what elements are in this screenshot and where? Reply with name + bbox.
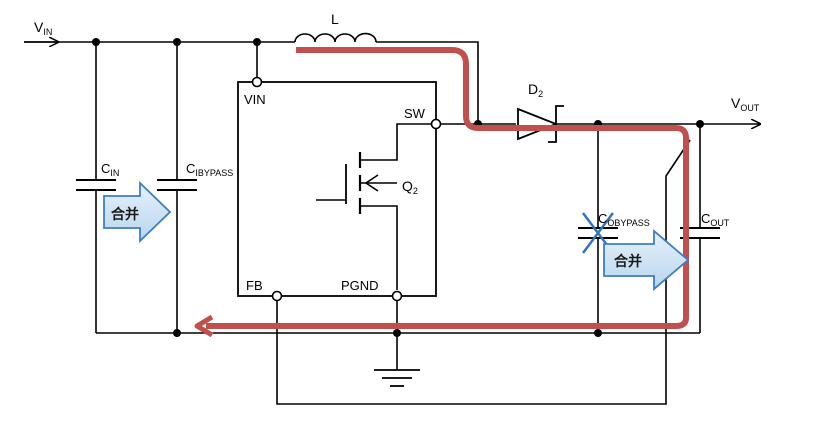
capacitor-cin	[76, 179, 116, 191]
drain-wire	[360, 123, 436, 161]
inductor-to-sw-wire	[376, 41, 479, 124]
pin-fb	[271, 290, 283, 302]
ic-outline	[237, 81, 437, 297]
pin-label-fb: FB	[246, 278, 263, 293]
merge-arrow-left: 合并	[103, 180, 172, 244]
cobypass-label: COBYPASS	[598, 211, 650, 228]
inductor-label: L	[331, 11, 339, 27]
ground-icon	[374, 369, 420, 387]
merge-label-right: 合并	[614, 253, 642, 270]
cin-label: CIN	[101, 161, 119, 178]
capacitor-cibypass	[157, 179, 197, 191]
pin-label-pgnd: PGND	[341, 278, 379, 293]
merge-label-left: 合并	[111, 206, 139, 223]
transistor-label: Q2	[402, 178, 418, 196]
pin-vin	[251, 76, 263, 88]
diode-label: D2	[528, 81, 543, 99]
pin-pgnd	[391, 290, 403, 302]
pin-label-vin: VIN	[244, 92, 266, 107]
cibypass-label: CIBYPASS	[186, 161, 233, 178]
transistor-q2	[345, 152, 379, 214]
inductor-coil	[294, 32, 377, 43]
pin-label-sw: SW	[404, 106, 426, 121]
diode-d2	[517, 105, 564, 143]
current-loop-arrowhead	[194, 314, 214, 338]
current-loop-path	[206, 47, 689, 329]
source-wire	[360, 205, 398, 290]
pin-sw	[430, 118, 442, 130]
vin-node-label: VIN	[34, 19, 52, 37]
capacitor-cobypass	[578, 227, 618, 239]
vout-node-label: VOUT	[731, 95, 760, 113]
ic-pins	[251, 76, 442, 302]
merge-arrow-right: 合并	[603, 229, 690, 291]
cout-label: COUT	[701, 211, 730, 228]
feedback-wire	[276, 139, 691, 405]
